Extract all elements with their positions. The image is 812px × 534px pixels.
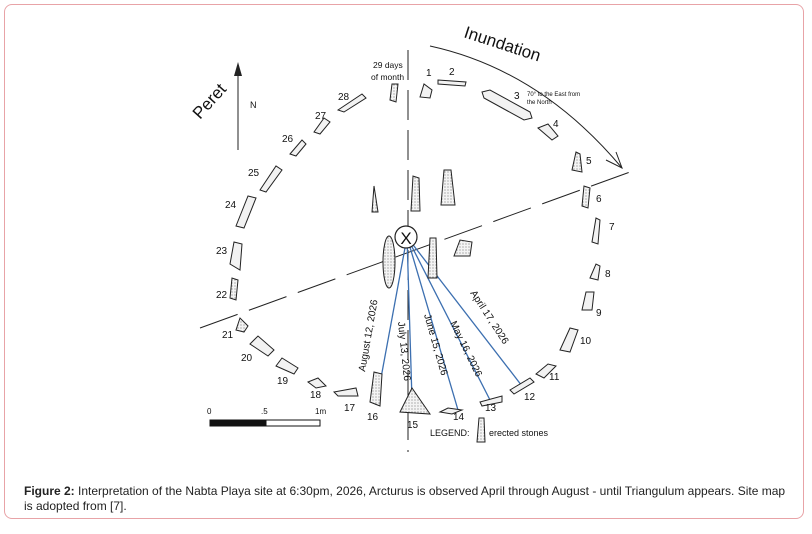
stone-15 (399, 387, 432, 415)
stone-26 (289, 139, 307, 157)
stone-number: 15 (407, 420, 419, 431)
scale-label-0: 0 (207, 407, 212, 416)
stone-number: 12 (524, 392, 536, 403)
stone-number: 23 (216, 246, 228, 257)
days-label-2: of month (371, 72, 404, 82)
figure-frame (4, 4, 804, 519)
stone-number: 10 (580, 336, 592, 347)
stone-number: 24 (225, 200, 237, 211)
stone-number: 27 (315, 111, 327, 122)
stone-number: 19 (277, 376, 289, 387)
east-note-2: the North (527, 100, 552, 106)
center-marker: X (394, 225, 418, 249)
caption-text: Interpretation of the Nabta Playa site a… (24, 484, 786, 513)
stone-number: 2 (449, 67, 455, 78)
stone-number: 14 (453, 412, 465, 423)
center-mark-label: X (400, 229, 411, 248)
stone-number: 18 (310, 390, 322, 401)
stone-17 (332, 387, 359, 397)
stone-14 (438, 407, 464, 415)
stone-11 (535, 363, 557, 379)
stone-number: 25 (248, 168, 260, 179)
stone-25 (259, 165, 283, 193)
stone-9 (581, 291, 595, 311)
sight-lines (375, 236, 523, 411)
legend-label: LEGEND: (430, 428, 470, 438)
erected-stone-icon (476, 417, 486, 443)
stone-6 (581, 185, 591, 209)
stone-number: 28 (338, 92, 350, 103)
sight-label-august: August 12, 2026 (357, 298, 381, 372)
stone-24 (235, 195, 257, 229)
stone-number: 1 (426, 68, 432, 79)
stone-21 (235, 317, 249, 333)
perimeter-stones (229, 79, 601, 415)
north-arrow: N (234, 62, 257, 150)
legend: LEGEND: erected stones (430, 417, 549, 443)
stone-1 (419, 83, 433, 99)
stone-19 (275, 357, 299, 375)
stone-number: 11 (549, 372, 560, 383)
stone-2 (437, 79, 467, 87)
stone-20 (249, 335, 275, 357)
stone-number: 16 (367, 412, 379, 423)
sight-line-may (406, 236, 491, 401)
stone-16 (369, 371, 383, 407)
inundation-arc (429, 45, 623, 170)
stone-7 (591, 217, 601, 245)
stone-23 (229, 241, 243, 271)
east-note-1: 70° to the East from (527, 92, 580, 98)
stone-number: 8 (605, 269, 611, 280)
stone-number: 5 (586, 156, 592, 167)
stone-number: 17 (344, 403, 356, 414)
stone-number: 6 (596, 194, 602, 205)
stone-28 (336, 93, 367, 113)
sight-line-april (406, 236, 523, 387)
stone-number: 21 (222, 330, 234, 341)
stone-number: 26 (282, 134, 294, 145)
stone-12 (509, 377, 535, 395)
sight-line-july (406, 236, 413, 401)
north-label: N (250, 100, 257, 110)
scale-label-1m: 1m (315, 407, 326, 416)
stone-10 (559, 327, 579, 353)
stone-number: 3 (514, 91, 520, 102)
stone-4 (537, 123, 559, 141)
stone-number: 4 (553, 119, 559, 130)
legend-text: erected stones (489, 428, 549, 438)
caption-label: Figure 2: (24, 484, 75, 498)
stone-22 (229, 277, 239, 301)
stone-number: 22 (216, 290, 228, 301)
scale-bar: 0 .5 1m (207, 407, 326, 427)
days-label-1: 29 days (373, 60, 403, 70)
stone-3 (481, 89, 533, 121)
figure-caption: Figure 2: Interpretation of the Nabta Pl… (24, 484, 788, 514)
central-stones (371, 169, 473, 289)
stone-13 (479, 395, 503, 407)
stone-numbers: 1 2 3 4 5 6 7 8 9 10 11 12 13 14 15 16 1… (216, 67, 615, 431)
stone-number: 20 (241, 353, 253, 364)
stone-18 (306, 377, 328, 389)
stone-29 (389, 83, 399, 103)
stone-27 (313, 117, 331, 135)
stone-number: 13 (485, 403, 497, 414)
sight-label-june: June 15, 2026 (421, 313, 449, 377)
sight-line-june (406, 236, 459, 411)
stone-number: 7 (609, 222, 615, 233)
season-peret-label: Peret (189, 80, 230, 123)
stone-5 (571, 151, 583, 173)
sight-label-may: May 16, 2026 (447, 319, 484, 379)
stone-8 (589, 263, 601, 281)
stone-number: 9 (596, 308, 602, 319)
scale-label-half: .5 (261, 407, 268, 416)
sight-label-april: April 17, 2026 (467, 289, 510, 347)
